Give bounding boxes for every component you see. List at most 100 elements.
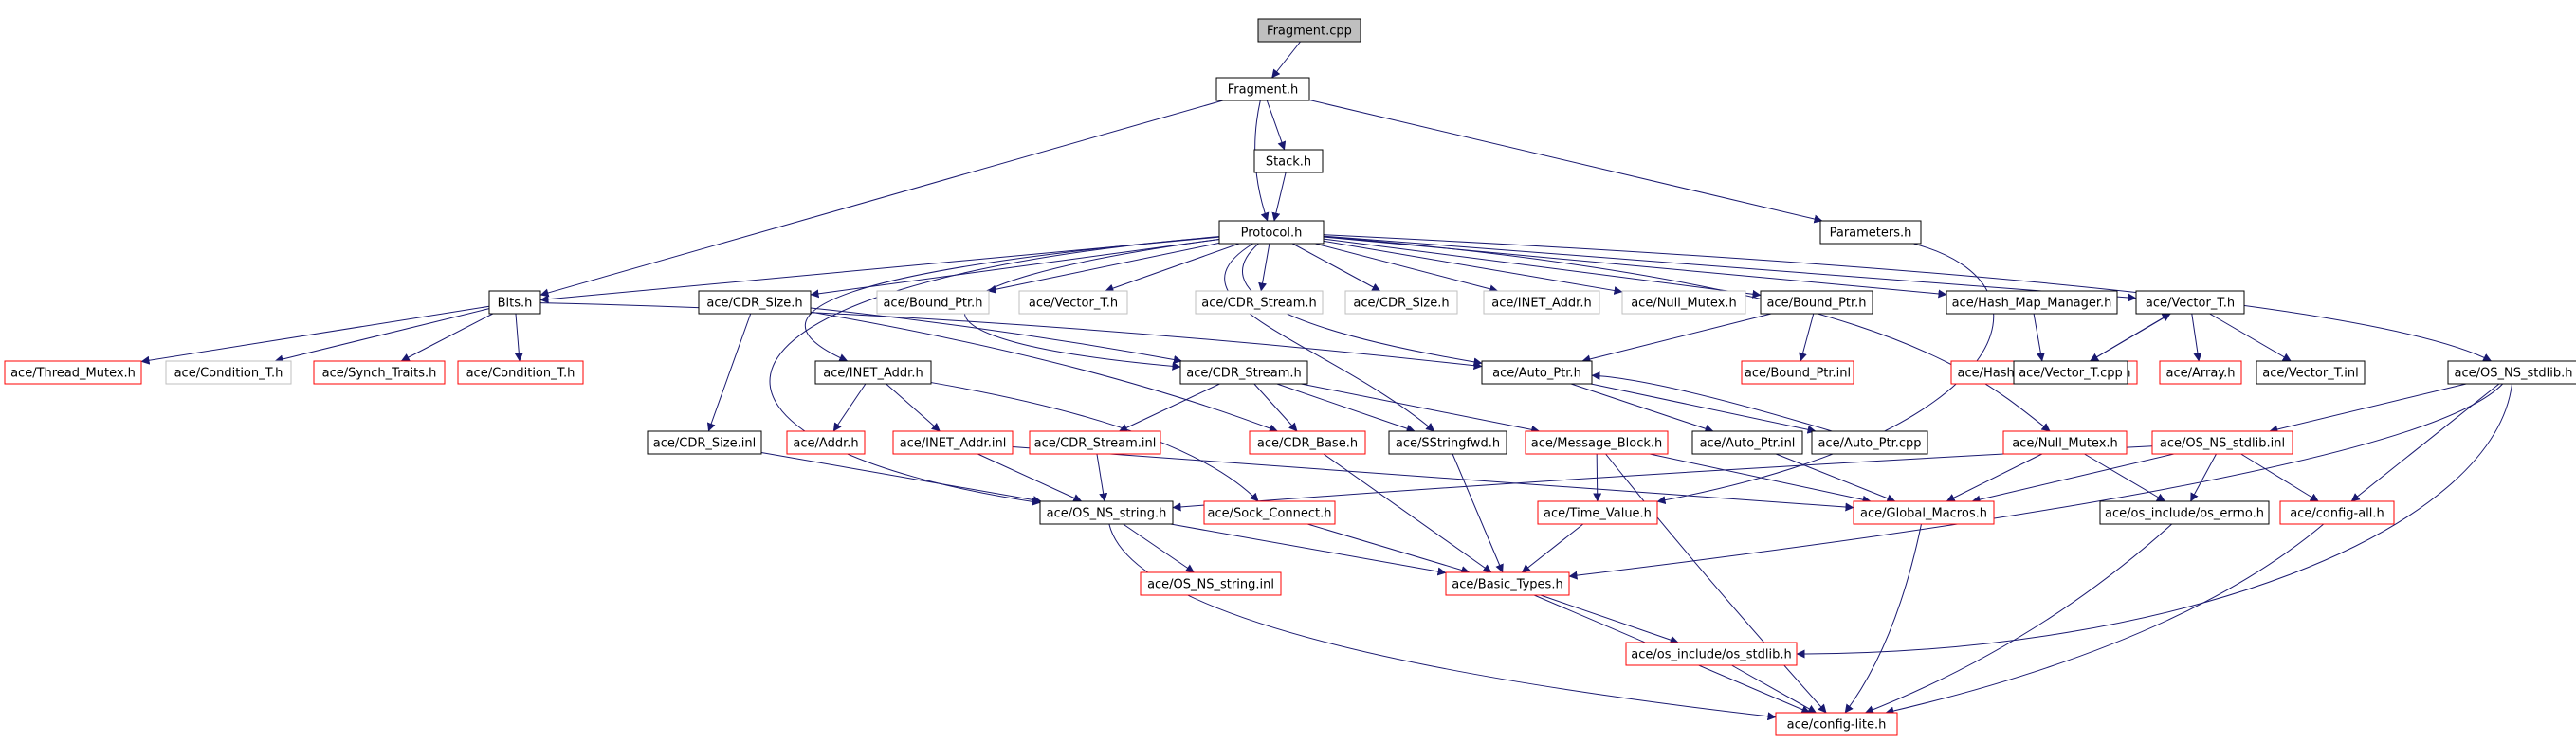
node-bound-ptr-h[interactable]: ace/Bound_Ptr.h xyxy=(1760,290,1873,315)
node-box xyxy=(165,360,292,385)
node-auto-ptr-inl[interactable]: ace/Auto_Ptr.inl xyxy=(1691,430,1803,455)
edge-cdr-size-h-to-cdr-size-inl xyxy=(706,313,752,432)
edge-bound-ptr-h-to-bound-ptr-inl xyxy=(1799,313,1815,362)
node-fragment-h[interactable]: Fragment.h xyxy=(1215,77,1310,101)
node-sock-connect-h[interactable]: ace/Sock_Connect.h xyxy=(1203,500,1336,525)
node-box xyxy=(892,430,1014,455)
node-null-mutex-h[interactable]: ace/Null_Mutex.h xyxy=(2002,430,2128,455)
node-box xyxy=(1625,642,1798,666)
node-cdr-size-inl[interactable]: ace/CDR_Size.inl xyxy=(647,430,762,455)
node-condition-t-h[interactable]: ace/Condition_T.h xyxy=(457,360,584,385)
node-label: ace/CDR_Base.h xyxy=(1257,437,1358,451)
edge-cdr-size-h-to-cdr-stream-h xyxy=(810,307,1182,364)
node-label: ace/os_include/os_stdlib.h xyxy=(1631,648,1791,662)
edge-inet-addr-inl-to-os-ns-string-h xyxy=(977,453,1083,502)
node-hash-map-manager-h[interactable]: ace/Hash_Map_Manager.h xyxy=(1946,290,2118,315)
node-os-ns-string-inl[interactable]: ace/OS_NS_string.inl xyxy=(1140,571,1282,596)
node-vector-t-inl[interactable]: ace/Vector_T.inl xyxy=(2256,360,2366,385)
node-array-h[interactable]: ace/Array.h xyxy=(2159,360,2242,385)
node-box xyxy=(1445,571,1570,596)
node-label: ace/Synch_Traits.h xyxy=(322,367,437,381)
edge-cdr-base-h-to-basic-types-h xyxy=(1323,453,1492,573)
node-global-macros-h[interactable]: ace/Global_Macros.h xyxy=(1853,500,1995,525)
node-label: ace/Condition_T.h xyxy=(174,367,283,381)
node-box xyxy=(1483,290,1600,315)
node-vector-t-cpp[interactable]: ace/Vector_T.cpp xyxy=(2013,360,2128,385)
node-label: ace/Bound_Ptr.h xyxy=(883,297,982,311)
node-box xyxy=(1195,290,1324,315)
node-config-all-h[interactable]: ace/config-all.h xyxy=(2279,500,2395,525)
node-config-lite-h[interactable]: ace/config-lite.h xyxy=(1775,712,1898,736)
node-box xyxy=(1537,500,1658,525)
edge-os-ns-stdlib-h-to-os-ns-stdlib-inl xyxy=(2269,383,2467,434)
node-auto-ptr-cpp[interactable]: ace/Auto_Ptr.cpp xyxy=(1811,430,1928,455)
node-box xyxy=(647,430,762,455)
node-stack-h[interactable]: Stack.h xyxy=(1253,149,1324,173)
node-box xyxy=(1819,220,1922,245)
node-cdr-size-h[interactable]: ace/CDR_Size.h xyxy=(698,290,812,315)
node-os-stdlib-h[interactable]: ace/os_include/os_stdlib.h xyxy=(1625,642,1798,666)
node-condition-t-h-gray[interactable]: ace/Condition_T.h xyxy=(165,360,292,385)
node-vector-t-h[interactable]: ace/Vector_T.h xyxy=(2135,290,2245,315)
node-inet-addr-h-gray[interactable]: ace/INET_Addr.h xyxy=(1483,290,1600,315)
node-inet-addr-inl[interactable]: ace/INET_Addr.inl xyxy=(892,430,1014,455)
edge-global-macros-h-to-config-lite-h xyxy=(1844,523,1922,714)
edge-null-mutex-h-to-os-errno-h xyxy=(2084,453,2165,502)
node-bound-ptr-h-gray[interactable]: ace/Bound_Ptr.h xyxy=(876,290,990,315)
node-label: ace/Message_Block.h xyxy=(1531,437,1663,451)
node-parameters-h[interactable]: Parameters.h xyxy=(1819,220,1922,245)
edge-os-ns-stdlib-inl-to-global-macros-h xyxy=(1971,453,2175,504)
node-os-ns-stdlib-h[interactable]: ace/OS_NS_stdlib.h xyxy=(2447,360,2576,385)
node-cdr-size-h-gray[interactable]: ace/CDR_Size.h xyxy=(1344,290,1458,315)
node-label: ace/OS_NS_string.inl xyxy=(1147,578,1274,592)
node-box xyxy=(313,360,446,385)
node-auto-ptr-h[interactable]: ace/Auto_Ptr.h xyxy=(1481,360,1593,385)
node-label: Stack.h xyxy=(1266,155,1311,170)
node-bits-h[interactable]: Bits.h xyxy=(488,290,541,315)
node-null-mutex-h-gray[interactable]: ace/Null_Mutex.h xyxy=(1621,290,1746,315)
node-box xyxy=(1215,77,1310,101)
node-box xyxy=(1218,220,1325,245)
node-bound-ptr-inl[interactable]: ace/Bound_Ptr.inl xyxy=(1741,360,1854,385)
node-label: Bits.h xyxy=(498,297,533,311)
node-os-errno-h[interactable]: ace/os_include/os_errno.h xyxy=(2099,500,2270,525)
node-cdr-stream-h[interactable]: ace/CDR_Stream.h xyxy=(1179,360,1308,385)
node-synch-traits-h[interactable]: ace/Synch_Traits.h xyxy=(313,360,446,385)
node-cdr-stream-inl[interactable]: ace/CDR_Stream.inl xyxy=(1029,430,1161,455)
node-label: ace/OS_NS_stdlib.inl xyxy=(2160,437,2285,451)
node-label: ace/Null_Mutex.h xyxy=(1631,297,1737,311)
edge-protocol-h-to-null-mutex-h xyxy=(1323,236,2051,432)
node-os-ns-string-h[interactable]: ace/OS_NS_string.h xyxy=(1039,500,1174,525)
node-protocol-h[interactable]: Protocol.h xyxy=(1218,220,1325,245)
node-basic-types-h[interactable]: ace/Basic_Types.h xyxy=(1445,571,1570,596)
node-label: ace/CDR_Stream.h xyxy=(1201,297,1317,311)
node-thread-mutex-h[interactable]: ace/Thread_Mutex.h xyxy=(4,360,142,385)
node-time-value-h[interactable]: ace/Time_Value.h xyxy=(1537,500,1658,525)
node-label: ace/CDR_Size.inl xyxy=(653,437,756,451)
node-inet-addr-h[interactable]: ace/INET_Addr.h xyxy=(814,360,932,385)
edge-os-ns-stdlib-h-to-basic-types-h xyxy=(1568,383,2504,580)
node-label: ace/os_include/os_errno.h xyxy=(2105,507,2264,521)
node-box xyxy=(2013,360,2128,385)
node-addr-h[interactable]: ace/Addr.h xyxy=(786,430,866,455)
node-label: ace/Vector_T.h xyxy=(2146,297,2235,311)
node-label: ace/config-all.h xyxy=(2290,507,2384,521)
node-box xyxy=(1388,430,1507,455)
edge-os-ns-stdlib-h-to-os-stdlib-h xyxy=(1796,383,2512,659)
edge-protocol-h-to-os-ns-stdlib-h xyxy=(1323,234,2493,362)
edge-os-ns-string-h-to-config-lite-h xyxy=(1108,523,1777,721)
node-box xyxy=(814,360,932,385)
node-cdr-stream-h-gray[interactable]: ace/CDR_Stream.h xyxy=(1195,290,1324,315)
edge-os-ns-stdlib-h-to-config-all-h xyxy=(2350,383,2500,502)
edge-protocol-h-to-cdr-size-h-gray xyxy=(1291,243,1381,292)
edge-os-stdlib-h-to-config-lite-h xyxy=(1731,664,1817,714)
node-cdr-base-h[interactable]: ace/CDR_Base.h xyxy=(1249,430,1366,455)
node-fragment-cpp: Fragment.cpp xyxy=(1257,18,1361,43)
node-vector-t-h-gray[interactable]: ace/Vector_T.h xyxy=(1018,290,1128,315)
node-os-ns-stdlib-inl[interactable]: ace/OS_NS_stdlib.inl xyxy=(2151,430,2293,455)
node-label: ace/INET_Addr.h xyxy=(1491,297,1591,311)
node-sstringfwd-h[interactable]: ace/SStringfwd.h xyxy=(1388,430,1507,455)
node-box xyxy=(1249,430,1366,455)
node-message-block-h[interactable]: ace/Message_Block.h xyxy=(1525,430,1669,455)
